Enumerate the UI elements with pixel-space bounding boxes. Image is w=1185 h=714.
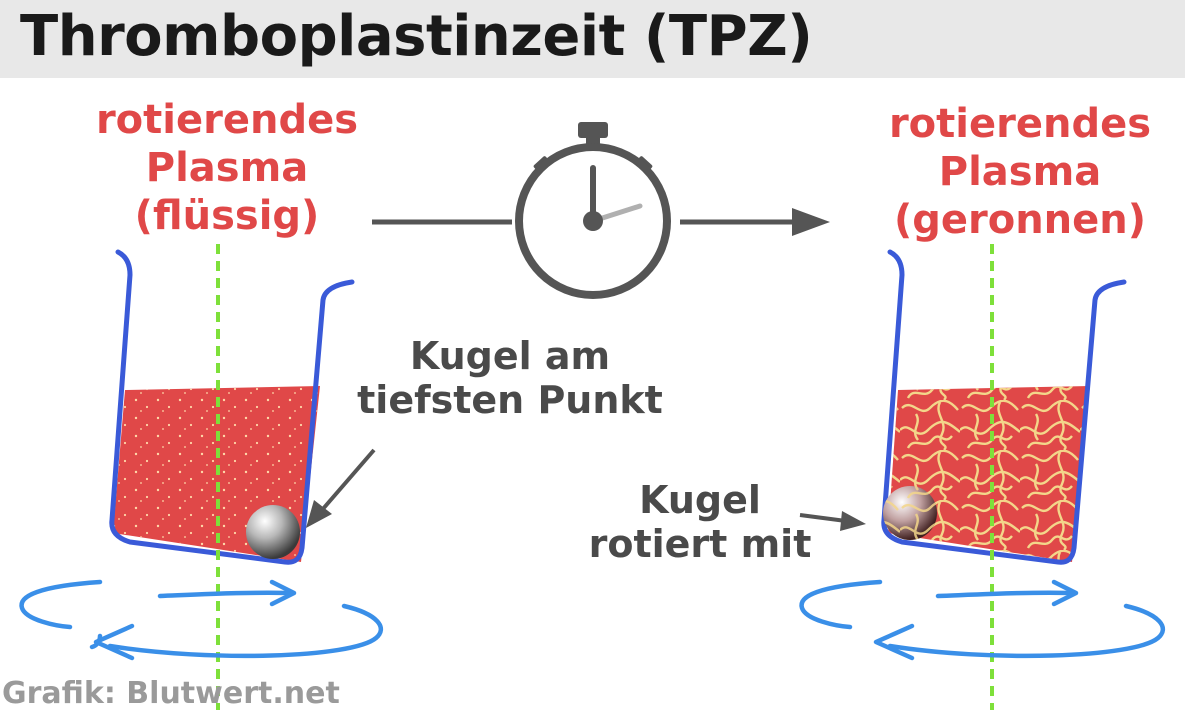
right-ball-fibrin xyxy=(883,486,937,540)
right-beaker xyxy=(881,249,1127,565)
right-beaker-outline xyxy=(881,249,1127,565)
time-arrow-icon xyxy=(372,208,830,236)
page-title: Thromboplastinzeit (TPZ) xyxy=(20,4,813,69)
left-beaker-outline xyxy=(109,249,355,565)
right-note-line2: rotiert mit xyxy=(588,522,812,566)
arrow-right-icon xyxy=(792,208,830,236)
left-ball-note: Kugel am tiefsten Punkt xyxy=(345,334,675,422)
right-label-line2: Plasma xyxy=(938,149,1102,195)
stopwatch-icon xyxy=(515,122,671,299)
left-label-line3: (flüssig) xyxy=(134,193,320,239)
right-fibrin-network xyxy=(888,386,1090,562)
left-label-line2: Plasma xyxy=(145,145,309,191)
left-rotation-arrow-icon xyxy=(19,579,383,661)
right-label-line3: (geronnen) xyxy=(893,197,1147,243)
right-note-pointer xyxy=(799,511,866,531)
left-label-line1: rotierendes xyxy=(95,97,359,143)
left-plasma-label: rotierendes Plasma (flüssig) xyxy=(87,96,367,240)
left-note-pointer xyxy=(306,448,376,528)
title-bar: Thromboplastinzeit (TPZ) xyxy=(0,0,1185,78)
credit-text: Grafik: Blutwert.net xyxy=(2,676,340,711)
right-ball-note: Kugel rotiert mit xyxy=(580,478,820,566)
right-note-line1: Kugel xyxy=(639,478,761,522)
right-label-line1: rotierendes xyxy=(888,101,1152,147)
right-plasma-label: rotierendes Plasma (geronnen) xyxy=(880,100,1160,244)
right-rotation-arrow-icon xyxy=(799,579,1165,661)
left-ball-icon xyxy=(246,505,300,559)
left-note-line1: Kugel am xyxy=(409,334,611,378)
left-note-line2: tiefsten Punkt xyxy=(357,378,663,422)
